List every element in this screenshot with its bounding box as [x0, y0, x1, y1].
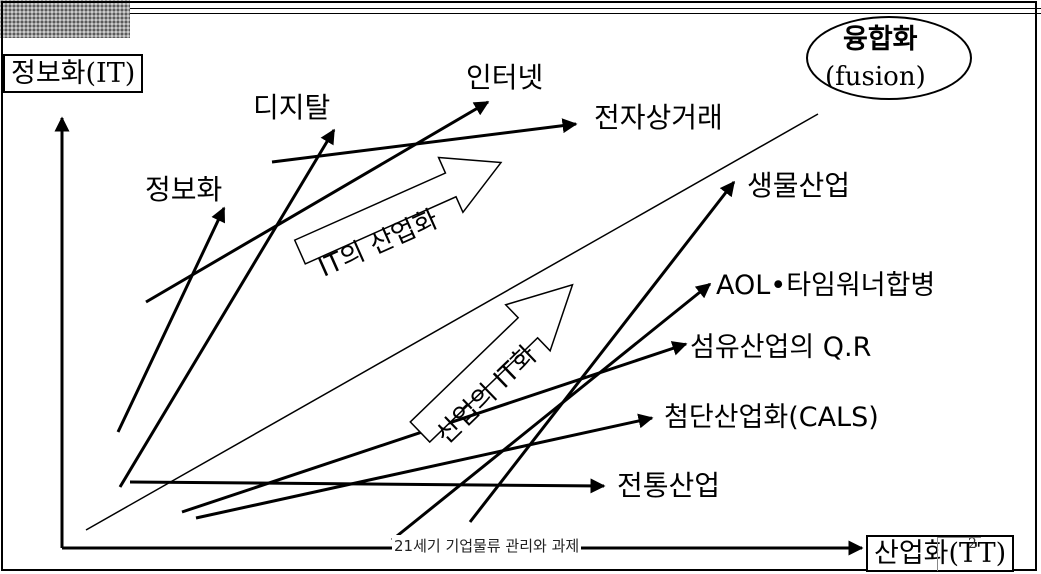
- page-number-box: [937, 537, 981, 571]
- arrow-bio: [468, 180, 736, 523]
- fusion-diagonal: [85, 113, 819, 531]
- arrow-internet: [145, 100, 490, 304]
- block-arrow-industry-itization: [409, 283, 574, 444]
- block-arrow-it-industrialization: [293, 156, 503, 265]
- arrow-traditional: [129, 478, 606, 494]
- y-axis-label: 정보화(IT): [3, 54, 144, 93]
- label-internet: 인터넷: [466, 61, 544, 94]
- label-informatization: 정보화: [145, 173, 223, 206]
- label-hightech: 첨단산업화(CALS): [664, 402, 879, 433]
- label-aol: AOL•타임워너합병: [716, 270, 936, 301]
- corner-pattern: [0, 0, 130, 38]
- arrow-ecommerce: [271, 118, 578, 164]
- label-bio: 생물산업: [747, 169, 851, 202]
- label-textile: 섬유산업의 Q.R: [690, 332, 872, 363]
- top-rule: [130, 8, 1041, 14]
- label-traditional: 전통산업: [617, 469, 721, 502]
- footer-caption: 21세기 기업물류 관리와 과제: [392, 535, 582, 556]
- fusion-oval: [806, 16, 972, 100]
- fusion-title: 융합화: [843, 24, 918, 55]
- arrow-aol: [391, 282, 712, 542]
- label-digital: 디지탈: [253, 91, 331, 124]
- x-axis-label: 산업화(TT): [866, 535, 1015, 572]
- arrow-informatization: [116, 206, 226, 433]
- fusion-subtitle: (fusion): [825, 62, 926, 92]
- arrow-digital: [118, 128, 336, 488]
- page-number: 2: [968, 536, 977, 552]
- arrow-hightech: [195, 413, 654, 520]
- label-ecommerce: 전자상거래: [594, 101, 723, 134]
